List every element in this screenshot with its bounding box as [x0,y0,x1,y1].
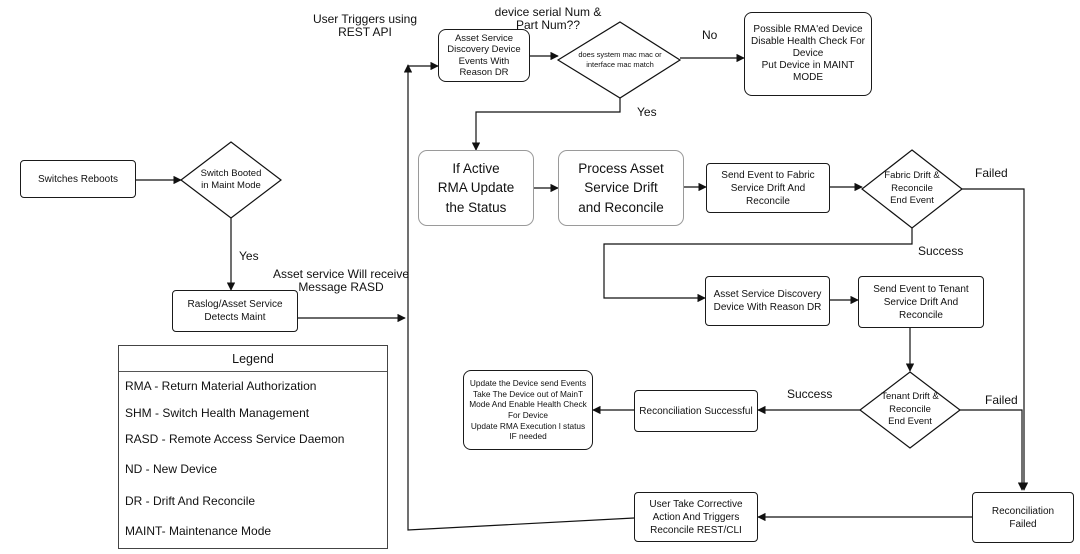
legend-item-shm: SHM - Switch Health Management [125,406,310,420]
legend-item-maint: MAINT- Maintenance Mode [125,524,272,538]
legend-box: Legend RMA - Return Material Authorizati… [118,345,388,549]
no-label: No [702,28,718,42]
arrow-tenant-failed [960,409,1027,491]
yes-left-label: Yes [239,249,259,263]
tenant-drift-diamond [859,371,961,449]
send-tenant-box: Send Event to Tenant Service Drift And R… [858,276,984,328]
if-active-rma-box: If Active RMA Update the Status [418,150,534,226]
arrow-feedback-to-bus [403,64,635,531]
legend-title: Legend [119,346,387,372]
tenant-drift-end-text: Tenant Drift & Reconcile End Event [881,391,939,428]
reconciliation-successful-box: Reconciliation Successful [634,390,758,432]
success-bottom-label: Success [787,387,833,401]
asset-discovery-events-box: Asset Service Discovery Device Events Wi… [438,29,530,82]
reconciliation-failed-box: Reconciliation Failed [972,492,1074,543]
possible-rma-box: Possible RMA'ed Device Disable Health Ch… [744,12,872,96]
raslog-box: Raslog/Asset Service Detects Maint [172,290,298,332]
yes-top-label: Yes [637,105,657,119]
fabric-drift-end-text: Fabric Drift & Reconcile End Event [884,170,940,207]
legend-item-rma: RMA - Return Material Authorization [125,379,317,393]
arrow-diamond-yes [471,98,621,151]
asset-receive-label: Asset service Will receive Message RASD [272,267,410,295]
switch-booted-text: Switch Booted in Maint Mode [200,167,262,191]
process-asset-box: Process Asset Service Drift and Reconcil… [558,150,684,226]
failed-top-label: Failed [975,166,1008,180]
failed-bottom-label: Failed [985,393,1018,407]
send-fabric-box: Send Event to Fabric Service Drift And R… [706,163,830,213]
arrow-fabric-failed [962,188,1029,491]
device-serial-label: device serial Num & Part Num?? [494,5,602,33]
arrow-fabric-success [603,228,913,303]
success-mid-label: Success [918,244,964,258]
legend-item-nd: ND - New Device [125,462,218,476]
switches-reboots-box: Switches Reboots [20,160,136,198]
mac-match-text: does system mac mac or interface mac mat… [578,50,662,69]
legend-item-dr: DR - Drift And Reconcile [125,494,256,508]
user-corrective-box: User Take Corrective Action And Triggers… [634,492,758,542]
asset-discovery-nd-box: Asset Service Discovery Device With Reas… [705,276,830,326]
user-triggers-label: User Triggers using REST API [312,12,418,40]
legend-item-rasd: RASD - Remote Access Service Daemon [125,432,345,446]
update-device-box: Update the Device send Events Take The D… [463,370,593,450]
